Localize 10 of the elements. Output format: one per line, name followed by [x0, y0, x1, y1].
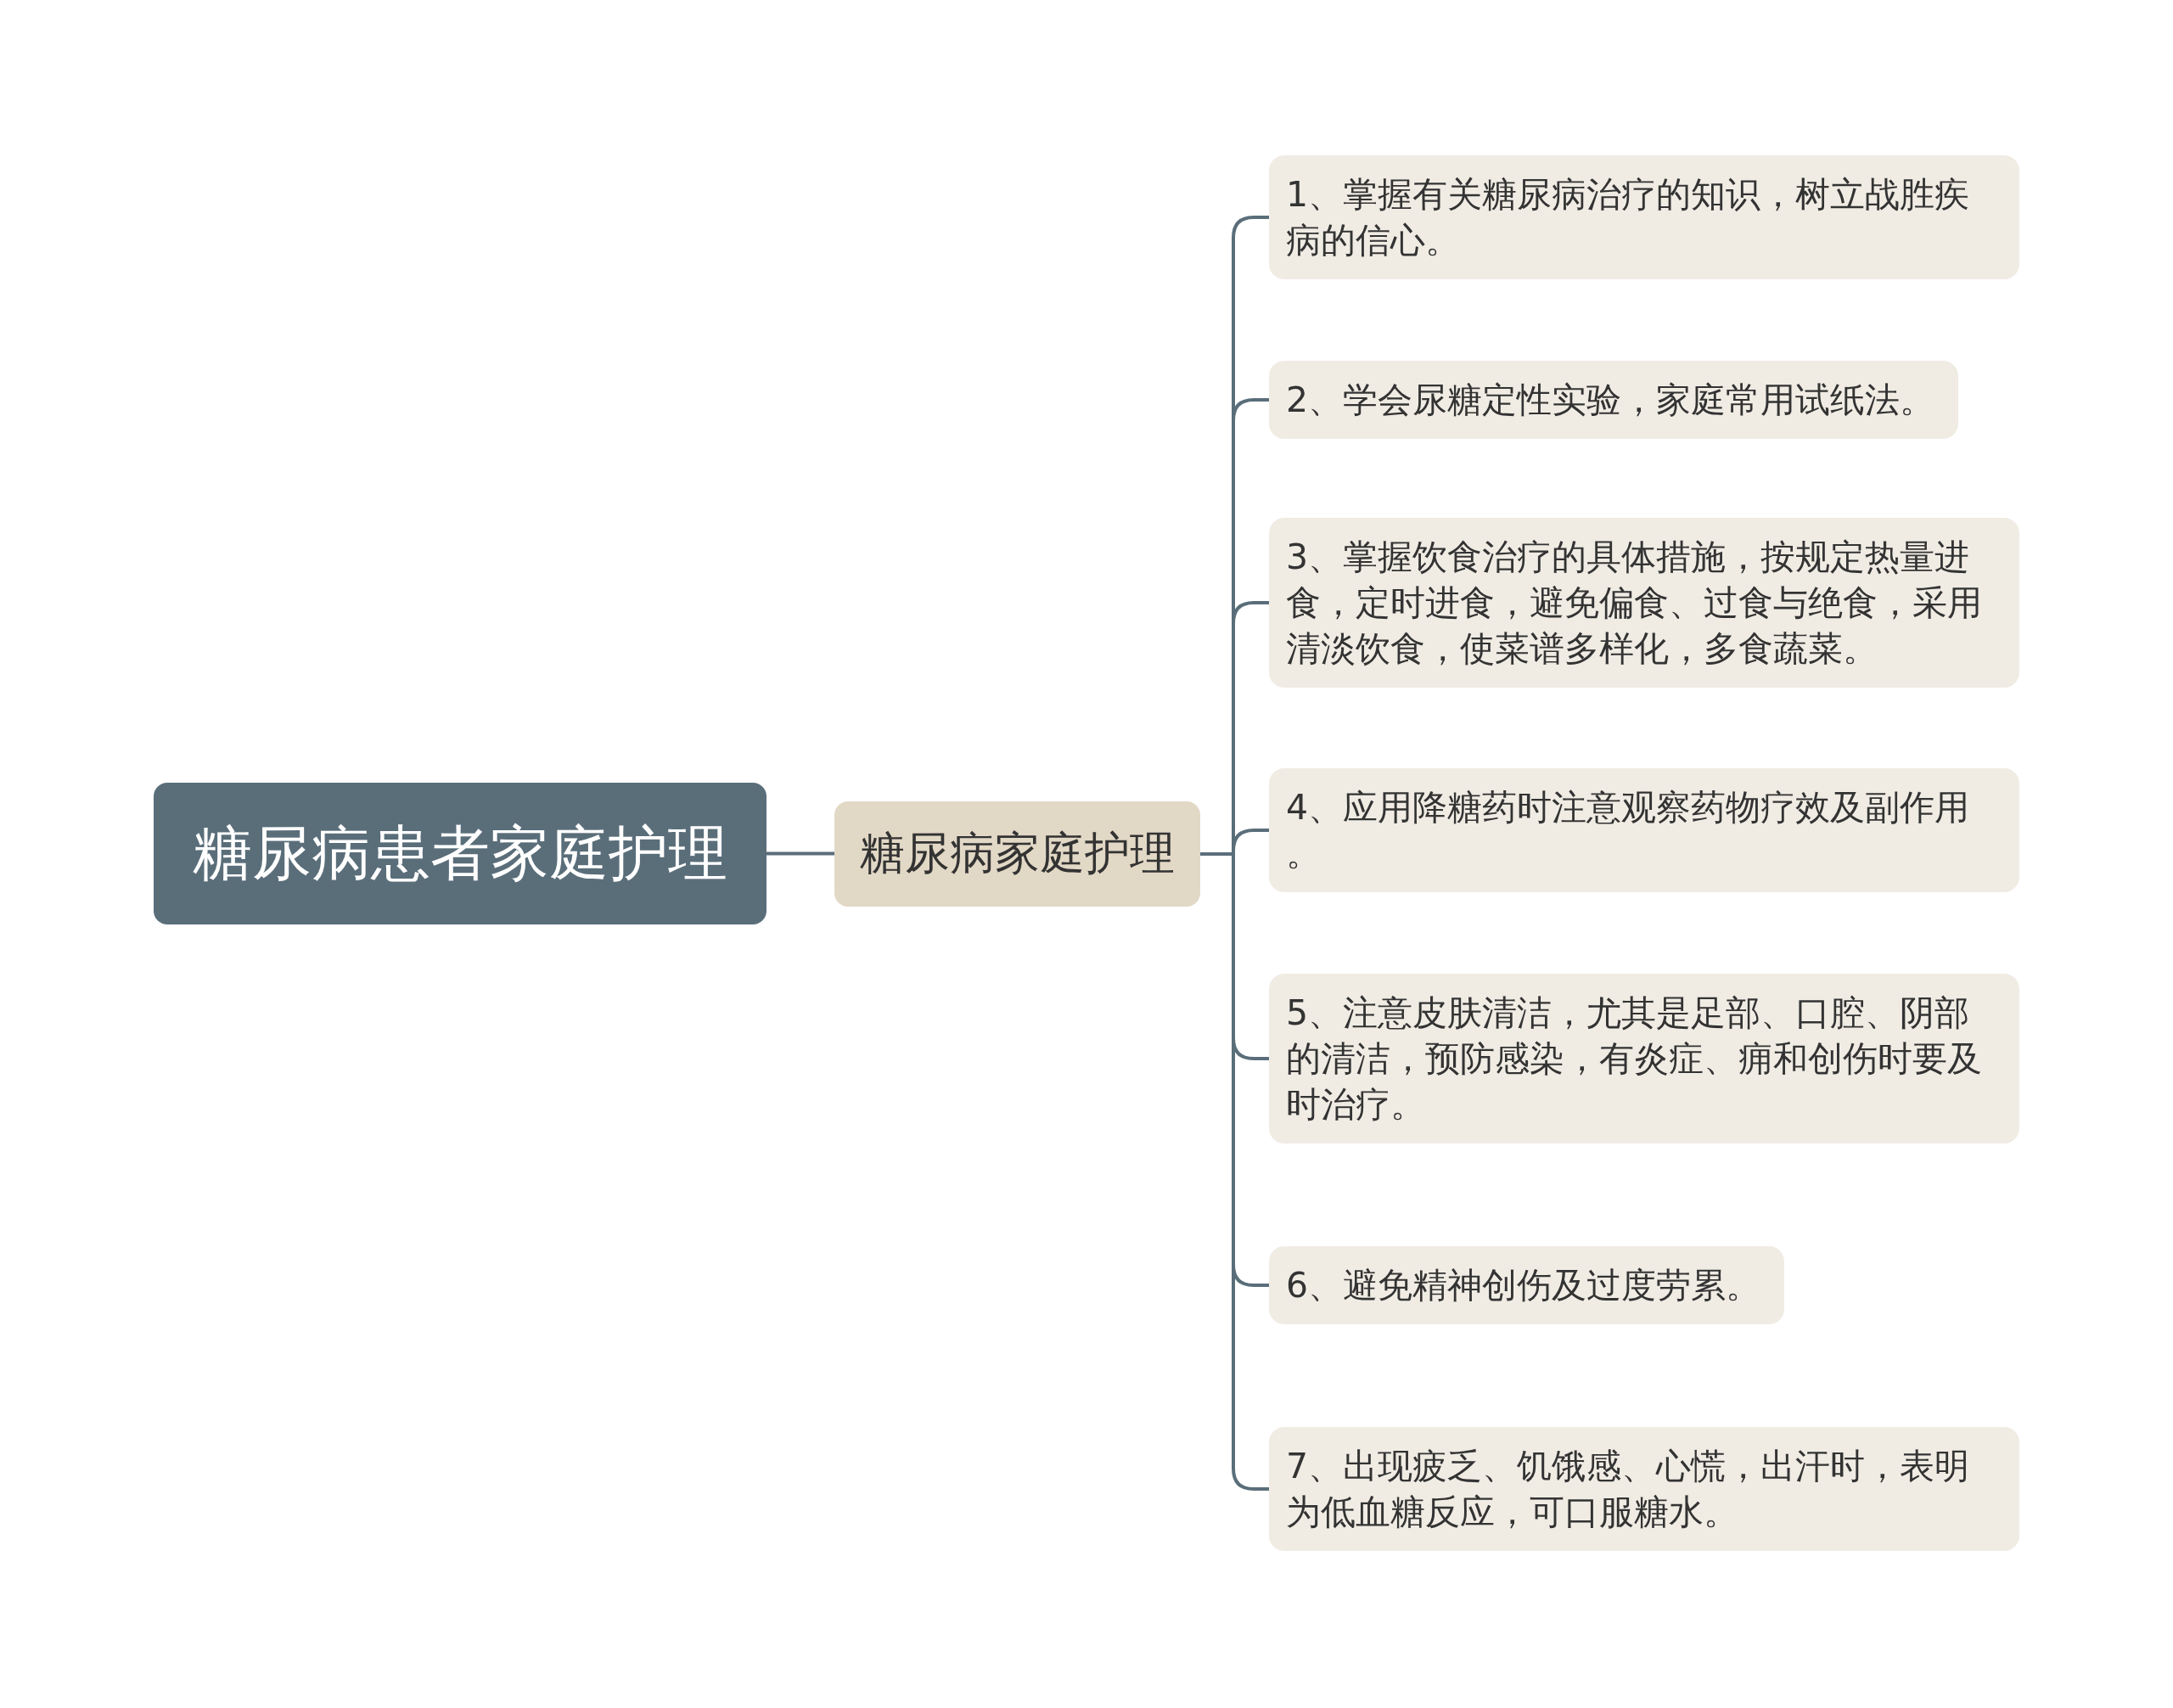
note-box: 3、掌握饮食治疗的具体措施，按规定热量进食，定时进食，避免偏食、过食与绝食，采用清淡饮食，使菜谱多样化，多食蔬菜。 — [1269, 518, 2019, 688]
root-topic-box: 糖尿病患者家庭护理 — [154, 783, 766, 924]
note-box: 1、掌握有关糖尿病治疗的知识，树立战胜疾病的信心。 — [1269, 155, 2019, 279]
note-box: 7、出现疲乏、饥饿感、心慌，出汗时，表明为低血糖反应，可口服糖水。 — [1269, 1427, 2019, 1551]
topic-box: 糖尿病家庭护理 — [834, 801, 1200, 907]
note-box: 5、注意皮肤清洁，尤其是足部、口腔、阴部的清洁，预防感染，有炎症、痈和创伤时要及时治疗。 — [1269, 974, 2019, 1143]
note-box: 4、应用降糖药时注意观察药物疗效及副作用。 — [1269, 768, 2019, 892]
note-box: 6、避免精神创伤及过度劳累。 — [1269, 1246, 1785, 1324]
note-box: 2、学会尿糖定性实验，家庭常用试纸法。 — [1269, 361, 1959, 439]
connector-line — [766, 851, 834, 856]
